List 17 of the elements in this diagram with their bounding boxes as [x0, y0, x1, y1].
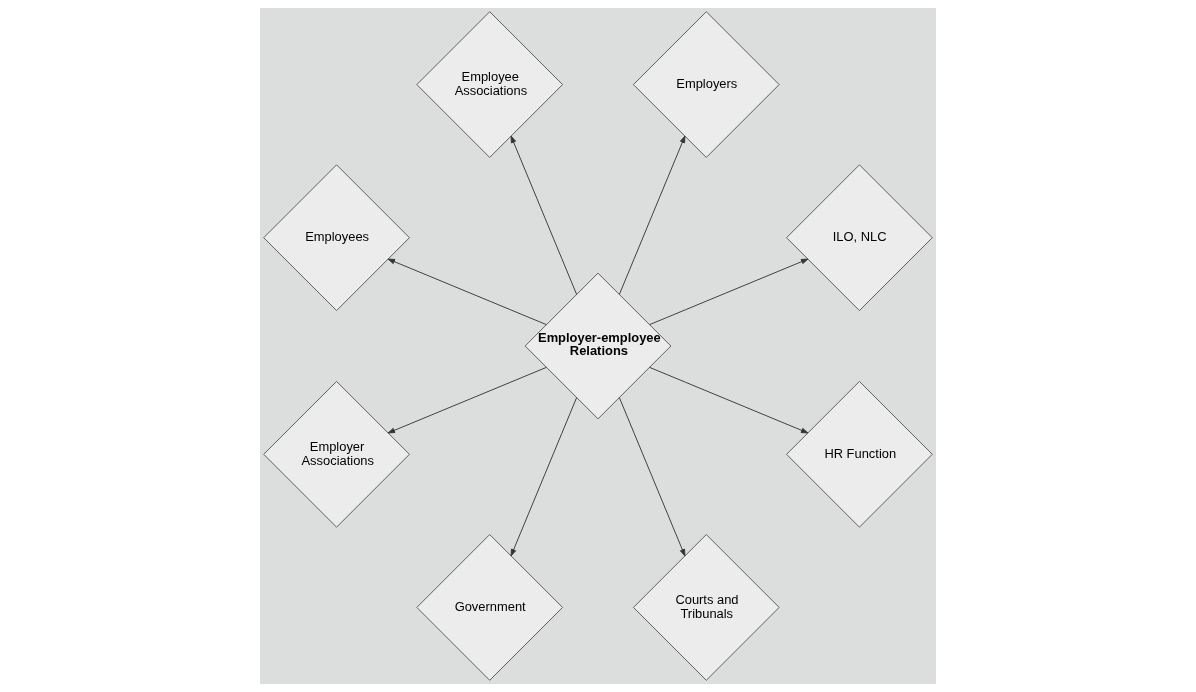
node-diamond: Employer-employee Relations: [524, 272, 672, 420]
arrow: [618, 135, 686, 295]
node-diamond: Government: [416, 534, 564, 681]
arrow: [387, 258, 547, 326]
node-diamond: HR Function: [786, 380, 933, 528]
node-diamond: Employers: [632, 11, 780, 158]
arrow: [649, 366, 809, 434]
node-diamond: ILO, NLC: [786, 164, 933, 312]
arrow: [510, 397, 578, 557]
node-diamond: Employer Associations: [263, 380, 410, 528]
node-diamond: Courts and Tribunals: [632, 534, 780, 681]
arrow: [618, 397, 686, 557]
arrow: [387, 366, 547, 434]
arrow: [510, 135, 578, 295]
arrow: [649, 258, 809, 326]
node-diamond: Employee Associations: [416, 11, 564, 158]
node-diamond: Employees: [263, 164, 410, 312]
